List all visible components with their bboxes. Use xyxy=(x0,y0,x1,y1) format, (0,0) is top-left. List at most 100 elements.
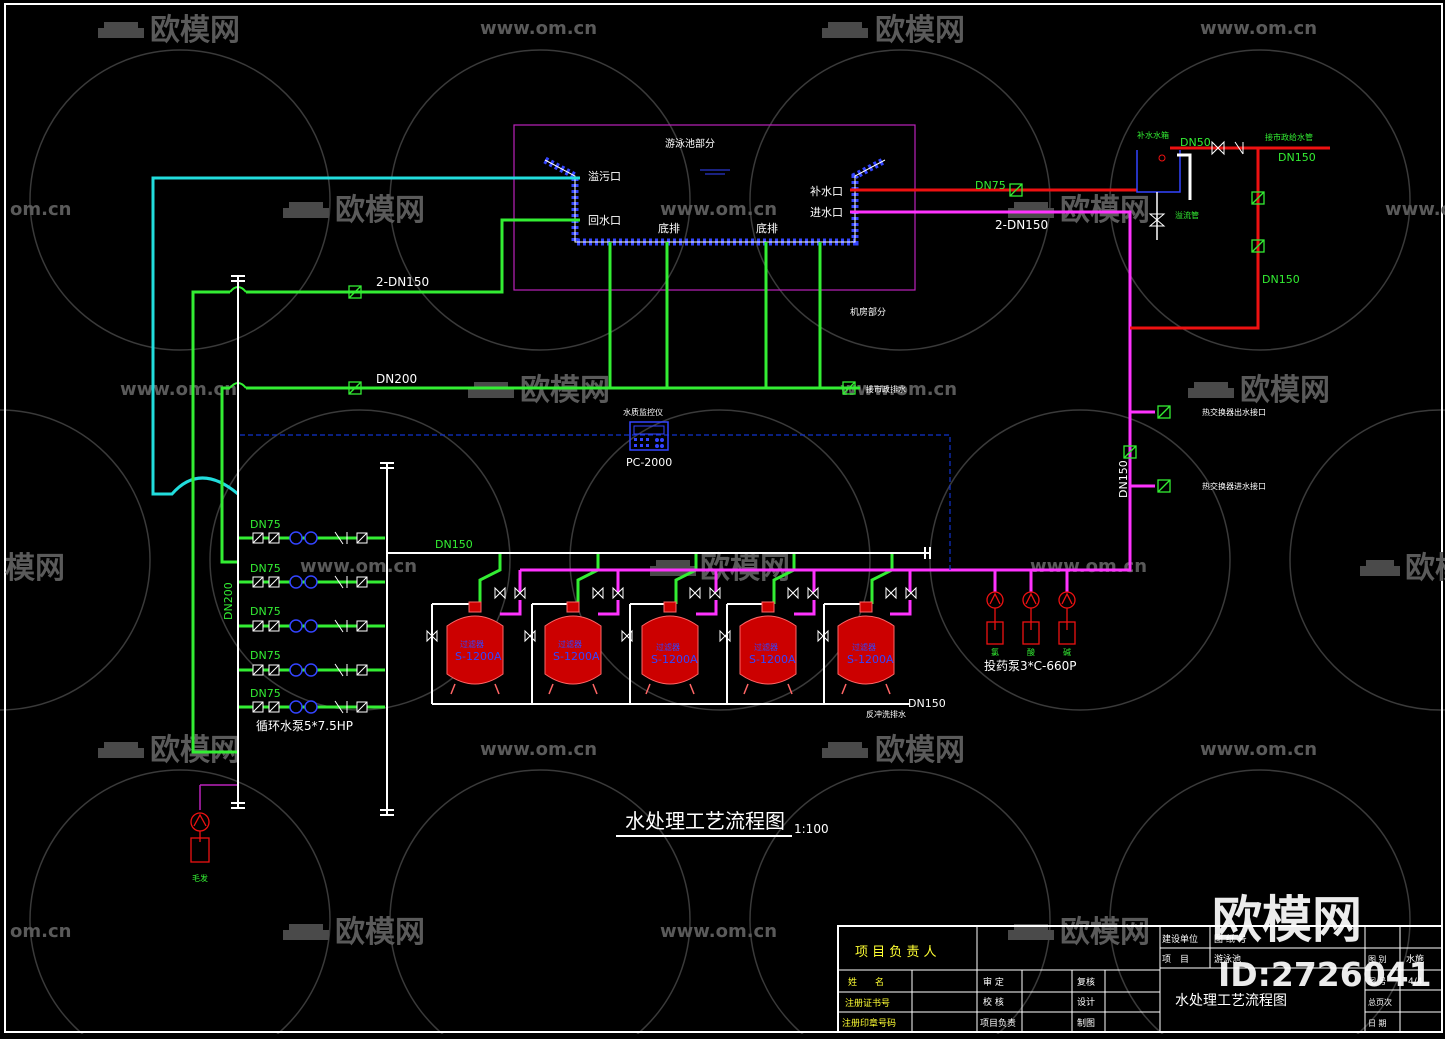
valve-icon xyxy=(1251,191,1265,205)
valve-icon xyxy=(348,285,362,299)
pump-icon xyxy=(289,531,303,545)
filter-tank xyxy=(426,586,526,695)
tb-draw: 制图 xyxy=(1077,1017,1095,1029)
pump-icon xyxy=(304,619,318,633)
pump-row xyxy=(252,531,368,545)
valve-icon xyxy=(1123,445,1137,459)
tb-check: 校 核 xyxy=(983,996,1004,1008)
dosing-tank-label: 碱 xyxy=(1063,648,1071,657)
watermark-url: www.om.cn xyxy=(840,379,957,400)
tb-project: 项 目 xyxy=(1162,954,1189,965)
makeup-size: DN75 xyxy=(975,179,1006,192)
hair-catcher-label: 毛发 xyxy=(192,873,208,883)
makeup-main-size: DN150 xyxy=(1278,151,1316,164)
pump-row xyxy=(252,619,368,633)
controller-model: PC-2000 xyxy=(626,456,672,469)
pump-size: DN75 xyxy=(250,562,281,575)
sofa-icon xyxy=(283,202,329,218)
backwash-size: DN150 xyxy=(908,697,946,710)
circulation-pump-rows xyxy=(252,531,368,714)
watermark-url: www.om.cn xyxy=(1030,556,1147,577)
sofa-icon xyxy=(468,382,514,398)
check-valve-icon xyxy=(1234,141,1244,155)
tb-sheet-label: 图 号 xyxy=(1368,977,1387,986)
butterfly-valve-icon xyxy=(621,629,633,643)
filter-name: 过滤器 xyxy=(656,642,680,652)
drawing-frame xyxy=(4,3,1443,1033)
tb-design: 设计 xyxy=(1077,996,1095,1008)
riser-size: DN150 xyxy=(1117,460,1130,498)
pump-icon xyxy=(304,531,318,545)
pump-row xyxy=(252,700,368,714)
controller-label: 水质监控仪 xyxy=(623,407,663,417)
inline-valves xyxy=(348,183,1265,493)
watermark-brand: 欧模网 xyxy=(335,915,425,950)
tb-seal-no: 注册印章号码 xyxy=(842,1017,896,1029)
watermark-brand: 欧模网 xyxy=(1060,915,1150,950)
watermark-brand: 欧模网 xyxy=(875,733,965,768)
watermark-layer: 欧模网 www.om.cn 欧模网 www.om.cn om.cn 欧模网 ww… xyxy=(5,13,1445,950)
backwash-outlet-label: 反冲洗排水 xyxy=(866,709,906,719)
drawing-title: 水处理工艺流程图 xyxy=(625,809,785,833)
overflow-pipe-label: 溢流管 xyxy=(1175,210,1199,220)
tb-responsible: 项 目 负 责 人 xyxy=(855,945,937,960)
watermark-url: www.om.cn xyxy=(660,921,777,942)
watermark-brand: 欧模网 xyxy=(335,193,425,228)
filter-tank xyxy=(817,586,917,695)
butterfly-valve-icon xyxy=(426,629,438,643)
pump-icon xyxy=(289,619,303,633)
tb-approve: 审 定 xyxy=(983,976,1004,988)
gate-valve-icon xyxy=(1211,140,1225,156)
watermark-brand: 欧模网 xyxy=(1405,551,1445,586)
pool-section-title: 游泳池部分 xyxy=(665,137,715,150)
valve-icon xyxy=(1157,479,1171,493)
water-quality-controller xyxy=(629,421,669,451)
makeup-valves xyxy=(1211,140,1244,156)
check-valve-icon xyxy=(334,663,348,677)
butterfly-valve-icon xyxy=(807,586,819,600)
tb-cert-no: 注册证书号 xyxy=(845,997,890,1009)
watermark-brand: 欧模网 xyxy=(150,13,240,48)
sofa-icon xyxy=(650,560,696,576)
makeup-tank-label: 补水水箱 xyxy=(1137,130,1169,140)
pump-caption: 循环水泵5*7.5HP xyxy=(256,719,353,733)
makeup-inlet-size: DN50 xyxy=(1180,136,1211,149)
filter-name: 过滤器 xyxy=(460,639,484,649)
dosing-pumps xyxy=(986,591,1076,645)
pump-icon xyxy=(304,575,318,589)
pump-icon xyxy=(289,663,303,677)
watermark-url: www.om.cn xyxy=(480,18,597,39)
pump-size: DN75 xyxy=(250,687,281,700)
filter-name: 过滤器 xyxy=(754,642,778,652)
hair-catcher xyxy=(190,812,210,863)
watermark-url: om.cn xyxy=(10,921,71,942)
supply-pipes xyxy=(500,210,1155,616)
drain-outlet-label: 接市政排水 xyxy=(866,384,906,394)
title-block xyxy=(837,925,1443,1033)
dosing-tank-label: 氯 xyxy=(991,647,999,657)
filter-name: 过滤器 xyxy=(852,642,876,652)
drain-main-size: DN200 xyxy=(376,372,417,386)
butterfly-valve-icon xyxy=(719,629,731,643)
filter-model: S-1200A xyxy=(553,650,600,663)
watermark-url: www.om.cn xyxy=(1200,18,1317,39)
dosing-caption: 投药泵3*C-660P xyxy=(984,658,1077,673)
pump-icon xyxy=(304,663,318,677)
supply-main-size: 2-DN150 xyxy=(995,218,1048,232)
sofa-icon xyxy=(1008,202,1054,218)
valve-icon xyxy=(1251,239,1265,253)
filter-tank xyxy=(524,586,624,695)
tb-name: 姓 名 xyxy=(848,976,884,988)
tb-total-label: 总页次 xyxy=(1368,997,1392,1007)
butterfly-valve-icon xyxy=(905,586,917,600)
watermark-brand: 欧模网 xyxy=(520,373,610,408)
watermark-url: www.om.cn xyxy=(1385,199,1445,220)
return-main-size: 2-DN150 xyxy=(376,275,429,289)
watermark-url: www.om.cn xyxy=(660,199,777,220)
watermark-url: www.om.cn xyxy=(1200,739,1317,760)
butterfly-valve-icon xyxy=(817,629,829,643)
makeup-main-size: DN150 xyxy=(1262,273,1300,286)
filter-header-size: DN150 xyxy=(435,538,473,551)
watermark-brand: 欧模网 xyxy=(1240,373,1330,408)
